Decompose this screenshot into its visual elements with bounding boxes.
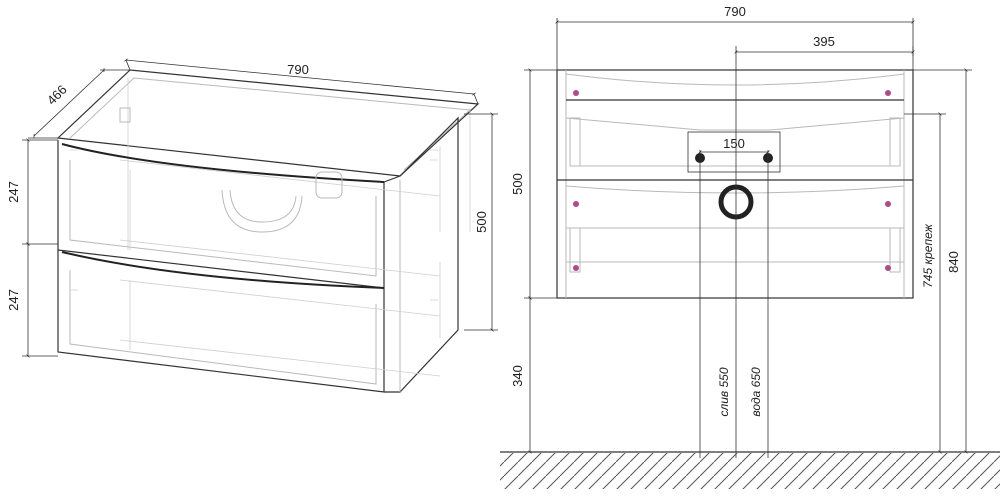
front-cabinet-outline — [556, 69, 914, 299]
floor-clearance-label: 340 — [510, 365, 525, 387]
drain-height-label: слив 550 — [717, 367, 731, 416]
hole-spacing-label: 150 — [723, 136, 745, 151]
total-height-label: 840 — [946, 251, 961, 273]
upper-drawer-handle — [61, 143, 385, 183]
iso-width-label: 790 — [287, 62, 309, 77]
lower-drawer-handle — [61, 251, 385, 289]
front-width-label: 790 — [724, 4, 746, 19]
iso-height-label: 500 — [474, 211, 489, 233]
front-view: 790 395 150 500 340 840 745 крепеж слив … — [500, 4, 1000, 489]
drawer-divider — [57, 249, 385, 289]
isometric-view: 790 466 500 247 247 — [6, 58, 498, 393]
mounting-plate — [687, 131, 781, 173]
cabinet-side-outline — [383, 116, 459, 393]
iso-depth-label: 466 — [44, 82, 70, 108]
mount-height-label: 745 крепеж — [921, 223, 935, 288]
cabinet-front-outline — [57, 140, 385, 393]
floor-hatching — [500, 453, 1000, 489]
front-height-label: 500 — [510, 173, 525, 195]
mounting-screws — [573, 90, 891, 271]
iso-upper-drawer-label: 247 — [6, 181, 21, 203]
front-half-width-label: 395 — [813, 34, 835, 49]
iso-lower-drawer-label: 247 — [6, 289, 21, 311]
water-height-label: вода 650 — [749, 367, 763, 417]
